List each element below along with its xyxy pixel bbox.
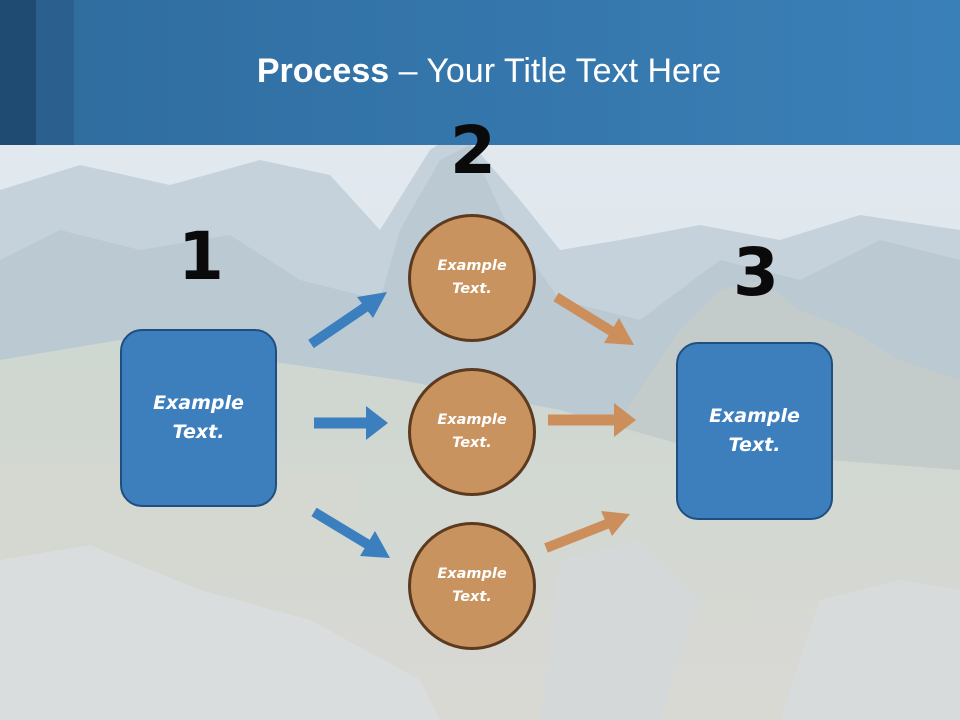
banner-stripe-mid: [36, 0, 74, 145]
circle-node-middle[interactable]: Example Text.: [408, 368, 536, 496]
right-box-text: Example Text.: [709, 405, 800, 456]
orange-arrow-right: [548, 403, 636, 437]
circle-middle-text: Example Text.: [437, 412, 507, 451]
blue-arrow-right: [314, 406, 388, 440]
banner-stripe-dark: [0, 0, 36, 145]
blue-arrow-down: [311, 507, 390, 558]
left-box-text: Example Text.: [153, 392, 244, 443]
title-banner: [0, 0, 960, 145]
title-bold-text: Process: [256, 52, 390, 90]
title-rest-text: – Your Title Text Here: [389, 52, 722, 90]
step-number-1: 1: [178, 218, 224, 295]
orange-arrow-up: [544, 511, 630, 553]
blue-arrow-up: [308, 292, 387, 349]
right-process-box[interactable]: Example Text.: [676, 342, 833, 520]
step-number-2: 2: [450, 112, 496, 189]
slide-title: Process – Your Title Text Here: [0, 52, 960, 91]
circle-top-text: Example Text.: [437, 258, 507, 297]
circle-bottom-text: Example Text.: [437, 566, 507, 605]
circle-node-top[interactable]: Example Text.: [408, 214, 536, 342]
left-process-box[interactable]: Example Text.: [120, 329, 277, 507]
circle-node-bottom[interactable]: Example Text.: [408, 522, 536, 650]
orange-arrow-down: [553, 292, 634, 345]
step-number-3: 3: [733, 234, 779, 311]
